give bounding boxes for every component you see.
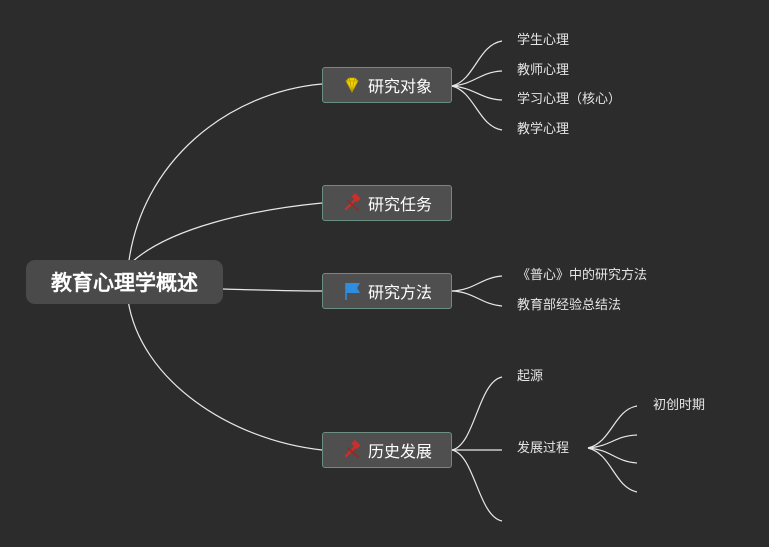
connector-history-3: [451, 449, 503, 522]
branch-research-object[interactable]: 研究对象: [322, 67, 452, 103]
leaf-node[interactable]: 起源: [517, 369, 544, 384]
connector-method-1: [451, 275, 503, 292]
connector-history-1: [451, 376, 503, 451]
root-node-label: 教育心理学概述: [51, 271, 198, 295]
connector-method-2: [451, 290, 503, 307]
connector-object-1: [451, 40, 503, 87]
leaf-node[interactable]: 教师心理: [517, 63, 570, 78]
leaf-node[interactable]: 教育部经验总结法: [517, 298, 622, 313]
connector-object-3: [451, 85, 503, 101]
branch-research-method[interactable]: 研究方法: [322, 273, 452, 309]
flag-icon: [345, 283, 360, 300]
leaf-node[interactable]: 教学心理: [517, 122, 570, 137]
hammer-icon: [344, 193, 361, 211]
leaf-node[interactable]: 初创时期: [653, 398, 706, 413]
branch-history[interactable]: 历史发展: [322, 432, 452, 468]
connector-root-to-research-object: [127, 83, 323, 269]
leaf-node[interactable]: 学生心理: [517, 33, 570, 48]
branch-research-task-label: 研究任务: [367, 195, 432, 214]
hammer-icon: [344, 440, 361, 458]
connector-dev-3: [587, 447, 638, 464]
connector-dev-1: [587, 405, 638, 449]
connector-object-4: [451, 85, 503, 131]
connector-root-to-research-task: [131, 202, 323, 263]
branch-research-task[interactable]: 研究任务: [322, 185, 452, 221]
connector-root-to-research-method: [222, 288, 323, 292]
branch-history-label: 历史发展: [367, 442, 432, 461]
leaf-node[interactable]: 学习心理（核心）: [517, 92, 622, 107]
branch-research-method-label: 研究方法: [367, 283, 432, 302]
leaf-node[interactable]: 《普心》中的研究方法: [517, 268, 648, 283]
connector-dev-4: [587, 447, 638, 493]
connector-dev-2: [587, 434, 638, 449]
root-node[interactable]: 教育心理学概述: [26, 260, 223, 304]
branch-research-object-label: 研究对象: [367, 77, 432, 96]
connector-object-2: [451, 70, 503, 87]
connector-root-to-history: [127, 299, 323, 451]
diamond-icon: [345, 77, 359, 93]
leaf-node[interactable]: 发展过程: [517, 441, 570, 456]
